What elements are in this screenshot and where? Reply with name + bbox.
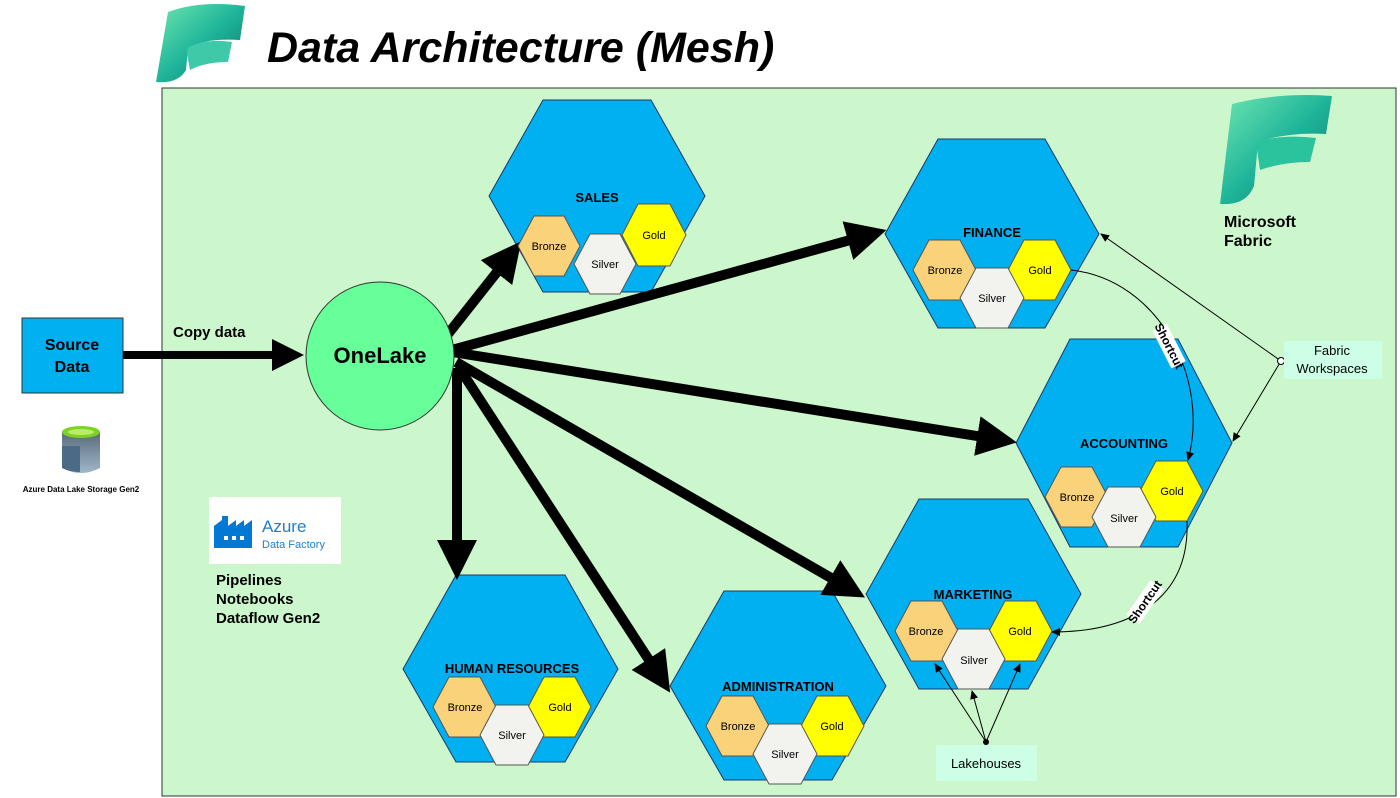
lakehouses-label: Lakehouses bbox=[951, 756, 1022, 771]
accounting-silver-label: Silver bbox=[1110, 513, 1138, 525]
admin-silver-label: Silver bbox=[771, 749, 799, 761]
workspace-pointer-accounting bbox=[1232, 360, 1282, 442]
azure-data-lake-storage-icon bbox=[62, 426, 100, 473]
sales-layers bbox=[517, 203, 687, 295]
domain-marketing: MARKETING bbox=[934, 587, 1013, 602]
copy-data-label: Copy data bbox=[173, 324, 246, 341]
adf-line1: Azure bbox=[262, 517, 306, 536]
sales-bronze-label: Bronze bbox=[532, 241, 567, 253]
onelake-label: OneLake bbox=[334, 343, 427, 368]
domain-human-resources: HUMAN RESOURCES bbox=[445, 661, 580, 676]
marketing-silver-label: Silver bbox=[960, 655, 988, 667]
onelake-circle bbox=[305, 281, 455, 431]
finance-gold-label: Gold bbox=[1028, 265, 1051, 277]
adf-tool-dataflow: Dataflow Gen2 bbox=[216, 610, 320, 627]
page-title: Data Architecture (Mesh) bbox=[267, 24, 774, 72]
admin-bronze bbox=[705, 695, 770, 757]
accounting-bronze bbox=[1044, 466, 1109, 528]
lakehouse-pointer-gold bbox=[985, 663, 1021, 743]
hr-silver-label: Silver bbox=[498, 730, 526, 742]
admin-gold-label: Gold bbox=[820, 721, 843, 733]
domain-administration: ADMINISTRATION bbox=[722, 679, 834, 694]
workspace-pointer-origin bbox=[1277, 357, 1285, 365]
lakehouse-pointer-silver bbox=[970, 690, 987, 743]
adls-label: Azure Data Lake Storage Gen2 bbox=[23, 485, 140, 494]
sales-silver-label: Silver bbox=[591, 259, 619, 271]
lakehouses-box bbox=[936, 745, 1037, 781]
marketing-silver bbox=[941, 628, 1006, 690]
fabric-workspaces-box bbox=[1284, 341, 1382, 379]
domain-sales: SALES bbox=[575, 190, 619, 205]
fabric-logo-top-icon bbox=[156, 4, 245, 83]
sales-gold bbox=[621, 203, 687, 267]
brand-line2: Fabric bbox=[1224, 233, 1272, 250]
finance-bronze-label: Bronze bbox=[928, 265, 963, 277]
finance-silver bbox=[959, 267, 1025, 329]
sales-gold-label: Gold bbox=[642, 230, 665, 242]
finance-silver-label: Silver bbox=[978, 293, 1006, 305]
admin-silver bbox=[752, 723, 818, 785]
hr-layers bbox=[432, 676, 592, 766]
marketing-gold-label: Gold bbox=[1008, 626, 1031, 638]
accounting-layers bbox=[1044, 460, 1204, 548]
finance-bronze bbox=[912, 239, 977, 301]
hr-silver bbox=[479, 704, 545, 766]
hr-bronze-label: Bronze bbox=[448, 702, 483, 714]
sales-silver bbox=[573, 233, 637, 295]
data-factory-icon bbox=[214, 516, 252, 548]
admin-layers bbox=[705, 695, 865, 785]
admin-bronze-label: Bronze bbox=[721, 721, 756, 733]
marketing-bronze bbox=[894, 600, 959, 662]
marketing-layers bbox=[894, 600, 1053, 690]
accounting-gold-label: Gold bbox=[1160, 486, 1183, 498]
onelake-distribution-arrows bbox=[437, 221, 1017, 693]
hr-bronze bbox=[432, 676, 497, 738]
source-data-box bbox=[21, 317, 124, 394]
workspace-pointer-finance bbox=[1100, 233, 1282, 362]
domain-accounting: ACCOUNTING bbox=[1080, 436, 1168, 451]
accounting-silver bbox=[1091, 486, 1157, 548]
lakehouse-pointer-bronze bbox=[934, 663, 987, 743]
adf-line2: Data Factory bbox=[262, 539, 325, 551]
source-line2: Data bbox=[55, 359, 90, 376]
shortcut-label-bg-2 bbox=[1126, 580, 1164, 624]
lakehouse-pointer-origin bbox=[983, 739, 989, 745]
sales-bronze bbox=[517, 215, 581, 277]
fabric-workspaces-line1: Fabric bbox=[1314, 343, 1351, 358]
marketing-bronze-label: Bronze bbox=[909, 626, 944, 638]
finance-layers bbox=[912, 239, 1072, 329]
microsoft-fabric-icon bbox=[1220, 95, 1332, 205]
hr-gold-label: Gold bbox=[548, 702, 571, 714]
adf-tool-pipelines: Pipelines bbox=[216, 572, 282, 589]
source-line1: Source bbox=[45, 337, 99, 354]
adf-tool-notebooks: Notebooks bbox=[216, 591, 294, 608]
domain-finance: FINANCE bbox=[963, 225, 1021, 240]
fabric-workspaces-line2: Workspaces bbox=[1296, 361, 1368, 376]
shortcut-label-bg-1 bbox=[1152, 323, 1186, 369]
accounting-bronze-label: Bronze bbox=[1060, 492, 1095, 504]
brand-line1: Microsoft bbox=[1224, 214, 1297, 231]
